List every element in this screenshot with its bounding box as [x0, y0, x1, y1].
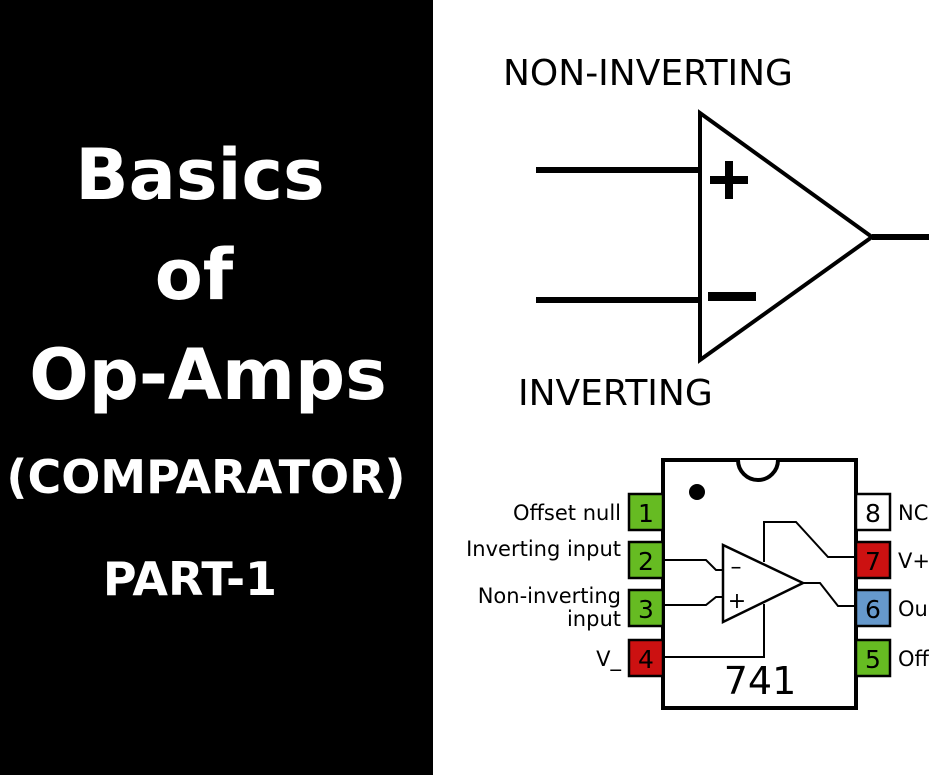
title-line-part: PART-1: [102, 552, 278, 606]
ic-wire-inverting: [663, 559, 723, 571]
pin1-dot: [689, 484, 705, 500]
pin-3-box: [627, 588, 665, 628]
ic-wire-vplus: [763, 521, 856, 562]
pin-8-box: [854, 492, 892, 532]
pin-6: 6 Ou: [854, 588, 928, 628]
ic-inner-opamp: [721, 543, 806, 624]
pin-3-label-line2: input: [567, 607, 621, 631]
title-line-op-amps: Op-Amps: [29, 334, 387, 416]
pin-7-box: [854, 540, 892, 580]
pin-7-label: V+: [898, 549, 929, 573]
pin-8-label: NC: [898, 501, 928, 525]
ic-wire-output: [803, 582, 856, 607]
pin-3-number: 3: [638, 595, 654, 624]
ic-inner-plus: +: [728, 589, 746, 614]
ic-inner-minus: –: [731, 555, 742, 580]
ic-wire-vminus: [663, 604, 765, 658]
noninverting-label: NON-INVERTING: [503, 53, 793, 94]
pin-6-box: [854, 588, 892, 628]
pin-3: 3 Non-inverting input: [478, 584, 665, 631]
op-amp-diagram: 741 – + 1 Offset null 2 Inverting input …: [466, 109, 929, 710]
pin-4-number: 4: [638, 645, 654, 674]
op-amp-symbol: [536, 109, 929, 364]
pin-2-label: Inverting input: [466, 537, 621, 561]
ic-notch: [736, 459, 780, 482]
pin-7-number: 7: [865, 547, 881, 576]
ic-part-number: 741: [724, 659, 797, 703]
title-line-basics: Basics: [75, 134, 325, 216]
title-line-of: of: [154, 234, 234, 316]
pin-4: 4 V_: [596, 638, 665, 678]
pin-1-label: Offset null: [513, 501, 621, 525]
pin-2-number: 2: [638, 547, 654, 576]
pin-5-number: 5: [865, 645, 881, 674]
pin-6-number: 6: [865, 595, 881, 624]
pin-5: 5 Off: [854, 638, 929, 678]
pin-8: 8 NC: [854, 492, 928, 532]
pin-1: 1 Offset null: [513, 492, 665, 532]
pin-5-box: [854, 638, 892, 678]
plus-sign-v: [725, 161, 733, 199]
minus-sign: [708, 292, 756, 301]
pin-3-label: Non-inverting: [478, 584, 621, 608]
pin-4-box: [627, 638, 665, 678]
pin-5-label: Off: [898, 647, 929, 671]
ic-left-pins: 1 Offset null 2 Inverting input 3 Non-in…: [466, 492, 665, 678]
title-panel: Basics of Op-Amps (COMPARATOR) PART-1: [0, 0, 433, 775]
inverting-label: INVERTING: [518, 373, 713, 414]
pin-6-label: Ou: [898, 597, 928, 621]
ic-wire-noninverting: [663, 596, 723, 606]
op-amp-triangle: [698, 109, 876, 364]
ic-right-pins: 8 NC 7 V+ 6 Ou 5 Off: [854, 492, 929, 678]
pin-8-number: 8: [865, 499, 881, 528]
pin-2-box: [627, 540, 665, 580]
pin-1-number: 1: [638, 499, 654, 528]
pin-7: 7 V+: [854, 540, 929, 580]
pin-2: 2 Inverting input: [466, 537, 665, 580]
pin-4-label: V_: [596, 647, 621, 672]
pin-1-box: [627, 492, 665, 532]
ic-741: 741 – +: [661, 458, 858, 710]
title-line-comparator: (COMPARATOR): [6, 450, 406, 504]
